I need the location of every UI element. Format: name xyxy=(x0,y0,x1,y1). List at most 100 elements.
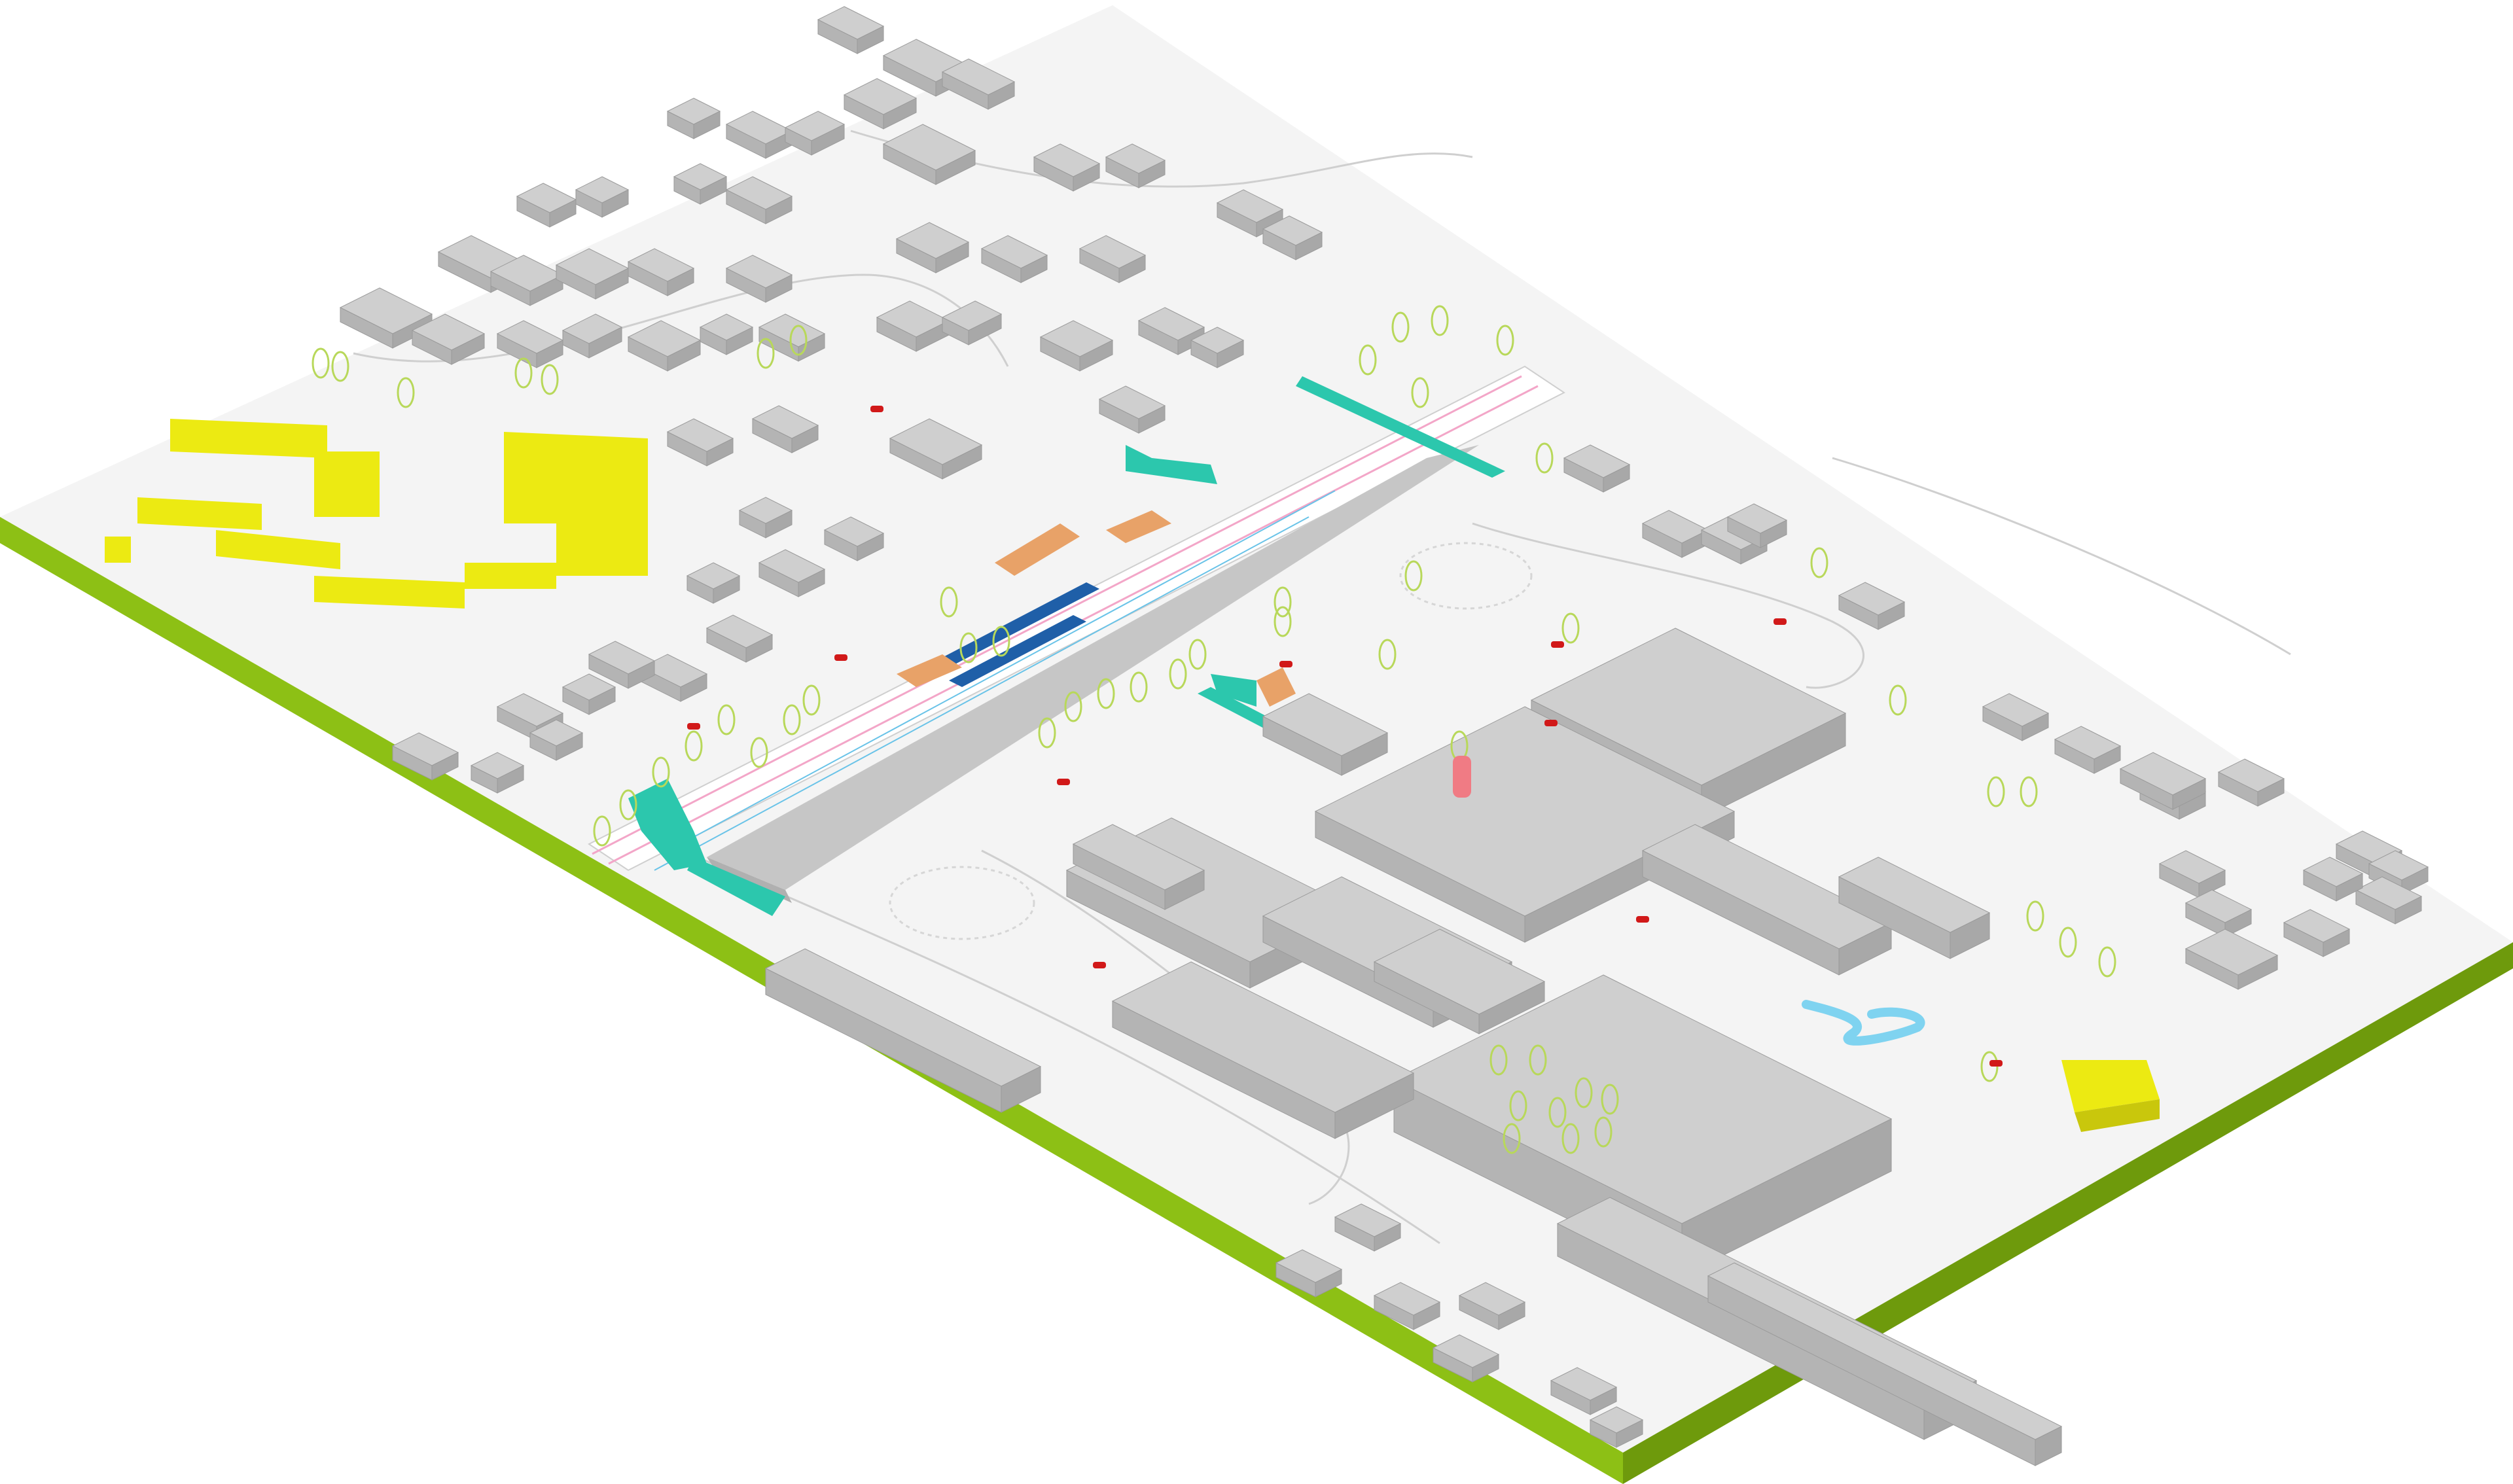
building xyxy=(1137,307,1205,341)
tree xyxy=(1810,547,1828,578)
road xyxy=(1472,522,1864,689)
building xyxy=(588,641,656,675)
large-building xyxy=(1314,706,1736,917)
building xyxy=(784,111,846,141)
building xyxy=(1458,1282,1526,1316)
tree xyxy=(1561,1123,1580,1154)
building xyxy=(666,97,721,125)
building xyxy=(1078,235,1147,269)
tree xyxy=(541,364,559,395)
tree xyxy=(1411,377,1429,408)
tree xyxy=(1274,586,1292,618)
tree xyxy=(789,325,808,356)
building xyxy=(876,300,950,338)
tree xyxy=(2026,900,2044,932)
building xyxy=(2054,726,2122,760)
teal-bridge xyxy=(1126,445,1217,484)
building xyxy=(1641,510,1709,544)
teal-bridge xyxy=(628,779,707,870)
building xyxy=(516,183,577,213)
building xyxy=(705,614,774,648)
yellow-building-top xyxy=(314,451,380,517)
building xyxy=(895,222,970,259)
tree xyxy=(331,351,349,382)
building xyxy=(725,111,793,145)
yellow-building-top xyxy=(105,537,131,563)
ground-surface xyxy=(0,5,2513,1453)
station-roof xyxy=(1106,510,1171,543)
building xyxy=(627,248,695,282)
tree xyxy=(2059,927,2077,958)
car xyxy=(870,406,883,412)
tree xyxy=(1274,606,1292,637)
building xyxy=(751,405,819,439)
tree xyxy=(1535,442,1554,474)
building xyxy=(843,78,918,115)
building xyxy=(817,6,885,40)
large-building xyxy=(1707,1262,2063,1440)
tree xyxy=(959,632,978,663)
car xyxy=(687,723,700,730)
cars-layer xyxy=(687,406,2003,1067)
large-building xyxy=(1393,974,1893,1224)
building xyxy=(339,287,433,334)
building xyxy=(1098,385,1166,419)
building xyxy=(738,497,793,524)
building xyxy=(1039,320,1114,357)
teal-bridge xyxy=(1296,376,1505,478)
water-slide xyxy=(1802,1000,1925,1046)
building xyxy=(1334,1203,1402,1237)
red-sculpture-shape xyxy=(1453,756,1471,798)
building xyxy=(686,562,741,590)
large-building xyxy=(1111,961,1415,1113)
red-sculpture xyxy=(1453,756,1471,798)
tree xyxy=(1431,305,1449,336)
building xyxy=(666,418,734,452)
car xyxy=(1989,1060,2003,1067)
tree xyxy=(1503,1123,1521,1154)
tree xyxy=(1359,344,1377,376)
yellow-building-top xyxy=(465,563,556,589)
building xyxy=(2119,752,2207,796)
building xyxy=(496,320,564,354)
car xyxy=(1057,779,1070,785)
building xyxy=(627,320,702,357)
tree xyxy=(1529,1044,1547,1076)
building xyxy=(1982,693,2050,727)
building xyxy=(2158,850,2226,884)
tree xyxy=(992,626,1010,657)
building xyxy=(2283,909,2351,943)
building xyxy=(882,124,976,171)
tree xyxy=(757,338,775,369)
tree xyxy=(593,815,611,847)
building xyxy=(1550,1367,1618,1401)
building xyxy=(1726,503,1788,534)
building xyxy=(2184,889,2253,923)
building xyxy=(561,313,623,344)
car xyxy=(1636,916,1649,923)
building xyxy=(725,255,793,289)
building xyxy=(496,693,564,727)
station-roofs xyxy=(897,510,1296,707)
building xyxy=(2355,876,2423,910)
yellow-building-side xyxy=(2075,1099,2160,1132)
rail-track xyxy=(680,490,1336,845)
tree xyxy=(750,737,768,768)
road xyxy=(1832,457,2291,656)
large-building xyxy=(1530,627,1847,786)
tree xyxy=(1169,658,1187,690)
station-roof xyxy=(995,523,1080,576)
tree xyxy=(1594,1116,1613,1148)
tree xyxy=(312,347,330,379)
yellow-building-top xyxy=(137,497,262,530)
building xyxy=(823,516,885,547)
roundabout xyxy=(889,866,1035,940)
building xyxy=(391,732,459,766)
car xyxy=(834,654,847,661)
tree xyxy=(1064,691,1082,722)
building xyxy=(2302,857,2364,887)
tree xyxy=(1496,325,1514,356)
building xyxy=(941,58,1016,96)
teal-bridge xyxy=(1211,674,1256,707)
